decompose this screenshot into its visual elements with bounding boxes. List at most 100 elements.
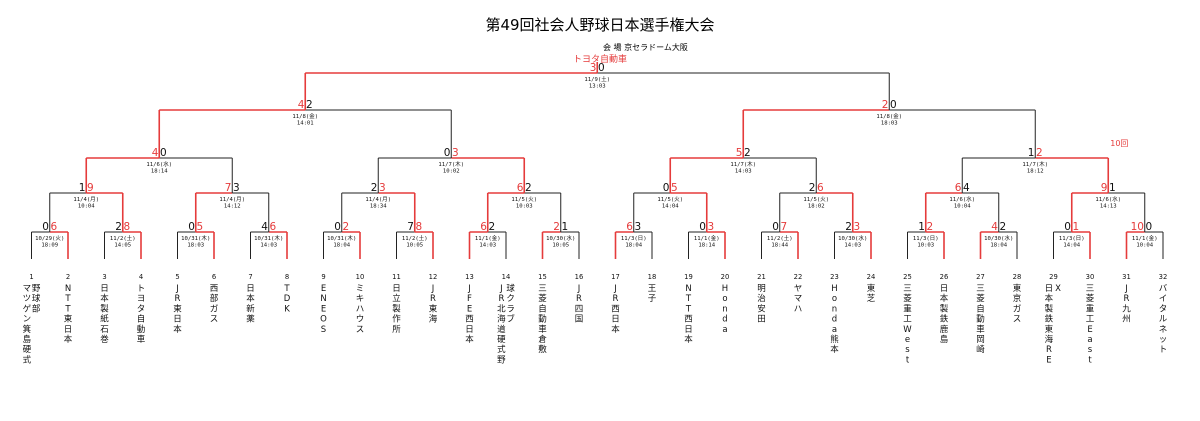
semi-final-1-time: 14:01 <box>297 121 314 127</box>
first-round-8-score-left: 2 <box>553 221 560 233</box>
team-number-19: 19 <box>684 273 693 281</box>
first-round-7-time: 14:03 <box>479 243 496 249</box>
champion-label: トヨタ自動車 <box>572 55 627 65</box>
first-round-9-score-right: 3 <box>635 221 642 233</box>
first-round-12-score-right: 3 <box>854 221 861 233</box>
page-title: 第49回社会人野球日本選手権大会 <box>485 16 715 34</box>
first-round-4-score-left: 4 <box>261 221 268 233</box>
first-round-3-date: 10/31(木) <box>181 234 210 242</box>
first-round-16-date: 11/1(金) <box>1132 234 1158 242</box>
first-round-7-score-right: 2 <box>489 221 496 233</box>
second-round-3-date: 11/4(月) <box>365 196 391 203</box>
venue-label: 会 場 京セラドーム大阪 <box>603 43 688 52</box>
team-number-22: 22 <box>794 273 803 281</box>
second-round-6-score-right: 6 <box>817 182 824 194</box>
first-round-13-score-right: 2 <box>927 221 934 233</box>
team-number-2: 2 <box>66 273 70 281</box>
first-round-1-date: 10/29(火) <box>35 235 64 242</box>
second-round-8-score-right: 1 <box>1109 182 1116 194</box>
team-name-22: ヤマハ <box>794 284 803 314</box>
first-round-8-time: 10:05 <box>552 243 569 249</box>
team-number-8: 8 <box>285 273 289 281</box>
quarter-final-3-score-right: 2 <box>744 147 751 159</box>
second-round-7-score-left: 6 <box>955 182 962 194</box>
team-number-25: 25 <box>903 273 912 281</box>
second-round-1-score-right: 9 <box>87 182 94 194</box>
first-round-16-score-right: 0 <box>1146 221 1153 233</box>
second-round-5-time: 14:04 <box>662 204 679 210</box>
second-round-5-date: 11/5(火) <box>657 196 683 203</box>
first-round-12-date: 10/30(水) <box>838 234 867 242</box>
team-number-4: 4 <box>139 273 143 281</box>
team-name-15: 三菱自動車倉敷 <box>538 284 547 355</box>
quarter-final-4-score-left: 1 <box>1028 147 1035 159</box>
team-name-26: 日本製鉄鹿島 <box>940 284 949 345</box>
first-round-6-time: 10:05 <box>406 243 423 249</box>
first-round-3-score-left: 0 <box>188 221 195 233</box>
quarter-final-3-date: 11/7(木) <box>730 160 756 168</box>
second-round-4-score-right: 2 <box>525 182 532 194</box>
team-number-31: 31 <box>1122 273 1131 281</box>
first-round-2-score-right: 8 <box>124 221 131 233</box>
team-name-7: 日本新薬 <box>246 284 255 325</box>
semi-final-2-date: 11/8(金) <box>876 112 902 120</box>
semi-final-2-time: 18:03 <box>881 121 898 127</box>
quarter-final-3-time: 14:03 <box>735 169 752 175</box>
first-round-3-time: 18:03 <box>187 243 204 249</box>
team-number-5: 5 <box>175 273 179 281</box>
quarter-final-2-date: 11/7(木) <box>438 160 464 168</box>
first-round-3-score-right: 5 <box>197 221 204 233</box>
team-number-30: 30 <box>1086 273 1095 281</box>
first-round-11-score-left: 0 <box>772 221 779 233</box>
team-number-9: 9 <box>321 273 325 281</box>
second-round-7-score-right: 4 <box>963 182 970 194</box>
quarter-final-1-score-right: 0 <box>160 147 167 159</box>
second-round-3-score-right: 3 <box>379 182 386 194</box>
team-number-15: 15 <box>538 273 547 281</box>
team-name-1-col2: マツゲン箕島硬式 <box>23 284 32 365</box>
first-round-14-score-left: 4 <box>991 221 998 233</box>
quarter-final-2-score-right: 3 <box>452 147 459 159</box>
team-number-29: 29 <box>1049 273 1058 281</box>
team-name-21: 明治安田 <box>757 284 766 325</box>
team-number-24: 24 <box>867 273 876 281</box>
second-round-8-score-left: 9 <box>1101 182 1108 194</box>
second-round-7-date: 11/6(水) <box>949 195 975 203</box>
second-round-8-date: 11/6(水) <box>1095 195 1121 203</box>
quarter-final-3-score-left: 5 <box>736 147 743 159</box>
team-number-23: 23 <box>830 273 839 281</box>
first-round-9-time: 18:04 <box>625 243 642 249</box>
quarter-final-4-time: 18:12 <box>1027 169 1044 175</box>
final-1-score-left: 3 <box>590 62 597 74</box>
first-round-8-date: 10/30(水) <box>546 234 575 242</box>
final-1-date: 11/9(土) <box>584 75 610 83</box>
team-name-27: 三菱自動車岡崎 <box>976 284 985 355</box>
team-name-14-col1: 球クラブ <box>506 283 515 325</box>
semi-final-1-score-right: 2 <box>306 99 313 111</box>
first-round-15-time: 14:04 <box>1063 243 1080 249</box>
first-round-9-score-left: 6 <box>626 221 633 233</box>
first-round-11-time: 18:44 <box>771 243 788 249</box>
team-number-21: 21 <box>757 273 766 281</box>
team-number-7: 7 <box>248 273 252 281</box>
first-round-8-score-right: 1 <box>562 221 569 233</box>
team-name-10: ミキハウス <box>356 284 365 335</box>
first-round-9-date: 11/3(日) <box>621 235 647 242</box>
second-round-4-score-left: 6 <box>517 182 524 194</box>
first-round-5-score-left: 0 <box>334 221 341 233</box>
semi-final-1-score-left: 4 <box>298 99 305 111</box>
first-round-14-time: 18:04 <box>990 243 1007 249</box>
team-number-6: 6 <box>212 273 216 281</box>
team-name-29-col1: X <box>1055 284 1061 294</box>
team-number-27: 27 <box>976 273 985 281</box>
final-1-time: 13:03 <box>589 84 606 90</box>
